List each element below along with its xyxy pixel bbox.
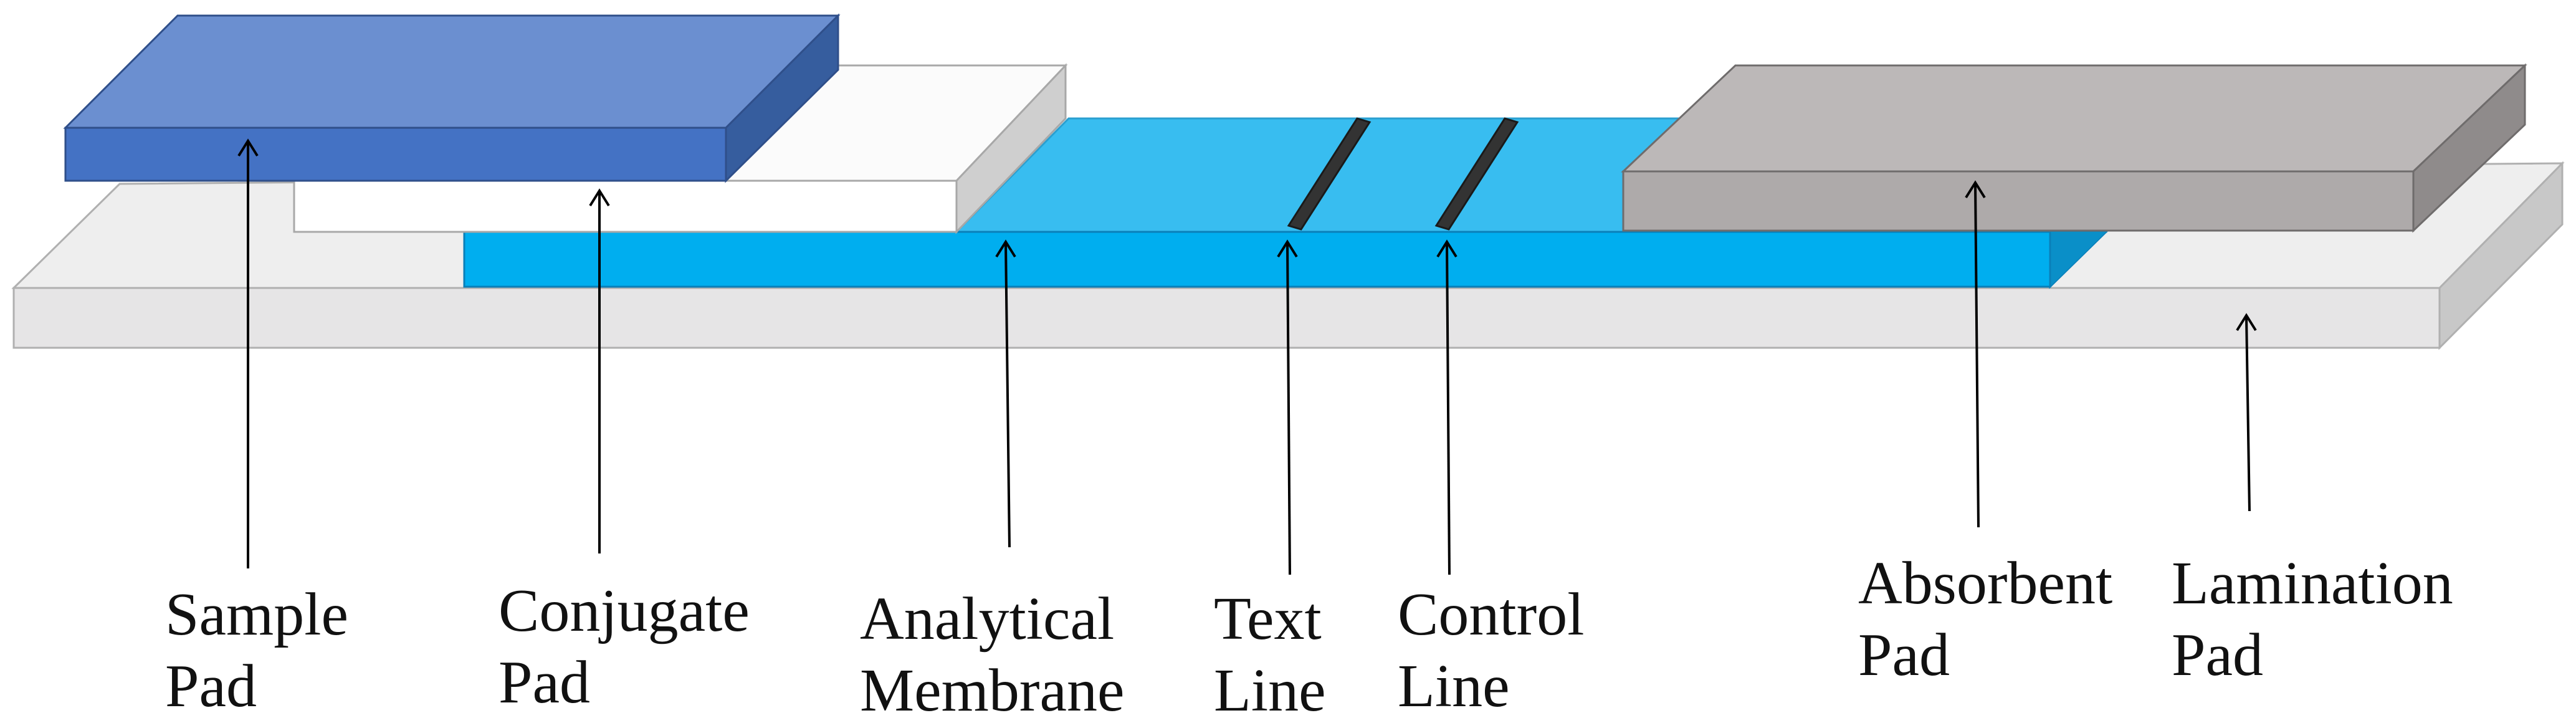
sample-pad-arrow [237,138,259,568]
analytical-membrane-arrow [995,239,1016,548]
lamination-pad-arrow [2236,313,2257,512]
sample-pad-top [63,14,841,129]
analytical-membrane-side-corner [2050,232,2106,287]
labels: Sample Pad Conjugate Pad Analytical Memb… [165,550,2468,723]
sample-pad-label: Sample Pad [165,581,363,720]
absorbent-pad-top [1621,64,2527,173]
text-line-label: Text Line [1214,585,1337,723]
lamination-pad-label: Lamination Pad [2172,550,2468,689]
conjugate-pad-label: Conjugate Pad [499,577,765,716]
arrows [237,138,2257,575]
test-line [1287,117,1371,231]
control-line-arrow [1436,239,1457,575]
conjugate-pad-front [293,180,958,233]
absorbent-pad-front [1622,170,2415,232]
absorbent-pad-label: Absorbent Pad [1858,550,2128,689]
sample-pad [63,13,841,183]
text-line-arrow [1277,239,1298,575]
control-line [1434,117,1519,231]
analytical-membrane-front [463,231,2051,288]
absorbent-pad [1621,63,2527,233]
control-line-label: Control Line [1398,581,1600,720]
absorbent-pad-arrow [1965,180,1986,528]
lamination-pad-front [12,287,2441,349]
analytical-membrane-label: Analytical Membrane [860,585,1130,723]
sample-pad-front [64,127,727,182]
conjugate-pad-arrow [589,188,610,553]
